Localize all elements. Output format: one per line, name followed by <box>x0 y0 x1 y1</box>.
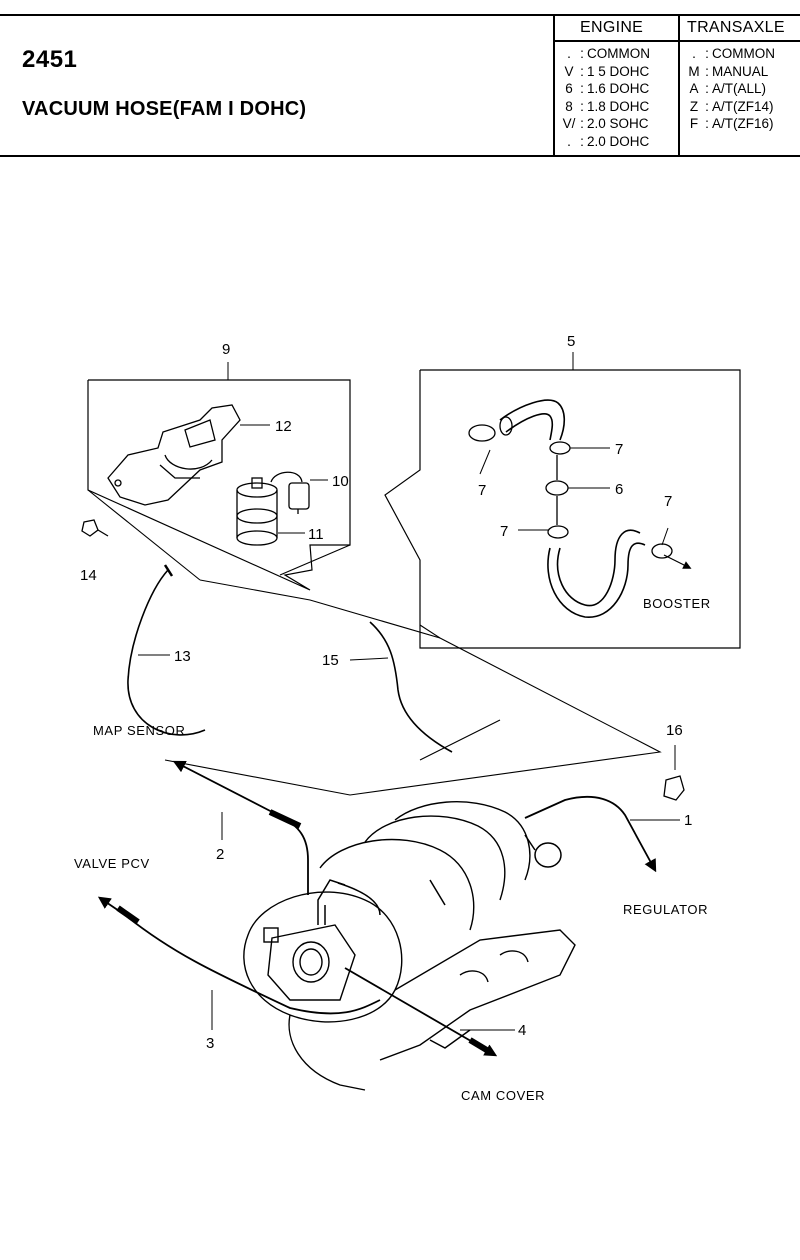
hose-2-sleeve <box>268 809 302 829</box>
top-rule <box>0 14 800 16</box>
transaxle-heading: TRANSAXLE <box>687 19 785 36</box>
label-valve-pcv: VALVE PCV <box>74 856 150 871</box>
page-title: VACUUM HOSE(FAM I DOHC) <box>22 98 307 120</box>
callout-10: 10 <box>332 473 349 490</box>
vacuum-ports <box>317 834 562 925</box>
engine-heading: ENGINE <box>580 19 644 36</box>
callout-3: 3 <box>206 1035 214 1052</box>
transaxle-legend: .:COMMON M:MANUAL A:A/T(ALL) Z:A/T(ZF14)… <box>686 45 775 133</box>
engine-legend-row: 8:1.8 DOHC <box>565 98 650 114</box>
callout-15: 15 <box>322 652 339 669</box>
column-head-rule <box>553 40 800 42</box>
callout-5: 5 <box>567 333 575 350</box>
booster-arrow <box>663 554 692 569</box>
callout-14: 14 <box>80 567 97 584</box>
connector <box>270 471 310 514</box>
transaxle-legend-row: .:COMMON <box>692 46 775 61</box>
mounting-bracket <box>107 404 241 506</box>
callout-7-left: 7 <box>478 482 486 499</box>
header-block: 2451 VACUUM HOSE(FAM I DOHC) ENGINE TRAN… <box>0 0 800 160</box>
hose-13-end <box>163 564 174 577</box>
callout-2: 2 <box>216 846 224 863</box>
booster-hose <box>499 399 646 618</box>
engine-legend-row: .:COMMON <box>567 46 650 61</box>
transaxle-legend-row: F:A/T(ZF16) <box>689 116 774 132</box>
label-regulator: REGULATOR <box>623 902 708 917</box>
part-number: 2451 <box>22 46 78 73</box>
callout-6: 6 <box>615 481 623 498</box>
leader-lines <box>138 352 680 1031</box>
callout-1: 1 <box>684 812 692 829</box>
solenoid-bracket-box <box>87 379 351 591</box>
callout-7-top: 7 <box>615 441 623 458</box>
solenoid-valve <box>236 477 278 546</box>
exploded-diagram: 9 5 12 10 11 7 7 6 7 7 14 13 15 16 1 2 3… <box>74 333 741 1103</box>
clip-16 <box>663 775 685 801</box>
callout-4: 4 <box>518 1022 526 1039</box>
hose-3-sleeve <box>116 905 140 925</box>
hose-4-sleeve <box>468 1037 492 1055</box>
callout-16: 16 <box>666 722 683 739</box>
transaxle-column-divider <box>678 14 680 157</box>
engine-column-divider <box>553 14 555 157</box>
intake-manifold <box>243 801 576 1091</box>
hose-2 <box>172 760 309 895</box>
callout-11: 11 <box>308 526 324 543</box>
callout-7-mid: 7 <box>500 523 508 540</box>
label-booster: BOOSTER <box>643 596 711 611</box>
label-map-sensor: MAP SENSOR <box>93 723 185 738</box>
label-cam-cover: CAM COVER <box>461 1088 545 1103</box>
hose-13 <box>127 569 206 736</box>
callout-12: 12 <box>275 418 292 435</box>
engine-legend-row: V/:2.0 SOHC <box>562 116 649 132</box>
check-valve <box>545 455 569 525</box>
hose-15 <box>369 621 453 753</box>
callout-13: 13 <box>174 648 191 665</box>
engine-legend-row: 6:1.6 DOHC <box>565 81 650 97</box>
throttle-body-flange <box>263 924 356 1001</box>
engine-legend-row: V:1 5 DOHC <box>564 63 650 79</box>
booster-hose-box <box>384 369 741 649</box>
transaxle-legend-row: A:A/T(ALL) <box>689 81 767 97</box>
callout-9: 9 <box>222 341 230 358</box>
transaxle-legend-row: M:MANUAL <box>688 63 769 79</box>
engine-legend: .:COMMON V:1 5 DOHC 6:1.6 DOHC 8:1.8 DOH… <box>561 45 650 151</box>
callout-7-right: 7 <box>664 493 672 510</box>
hose-3 <box>97 896 381 1015</box>
hose-1 <box>524 796 657 873</box>
nut-14 <box>81 519 109 537</box>
bottom-rule <box>0 155 800 157</box>
engine-legend-row: .:2.0 DOHC <box>567 133 650 149</box>
transaxle-legend-row: Z:A/T(ZF14) <box>689 98 774 114</box>
reference-panel <box>87 489 662 796</box>
